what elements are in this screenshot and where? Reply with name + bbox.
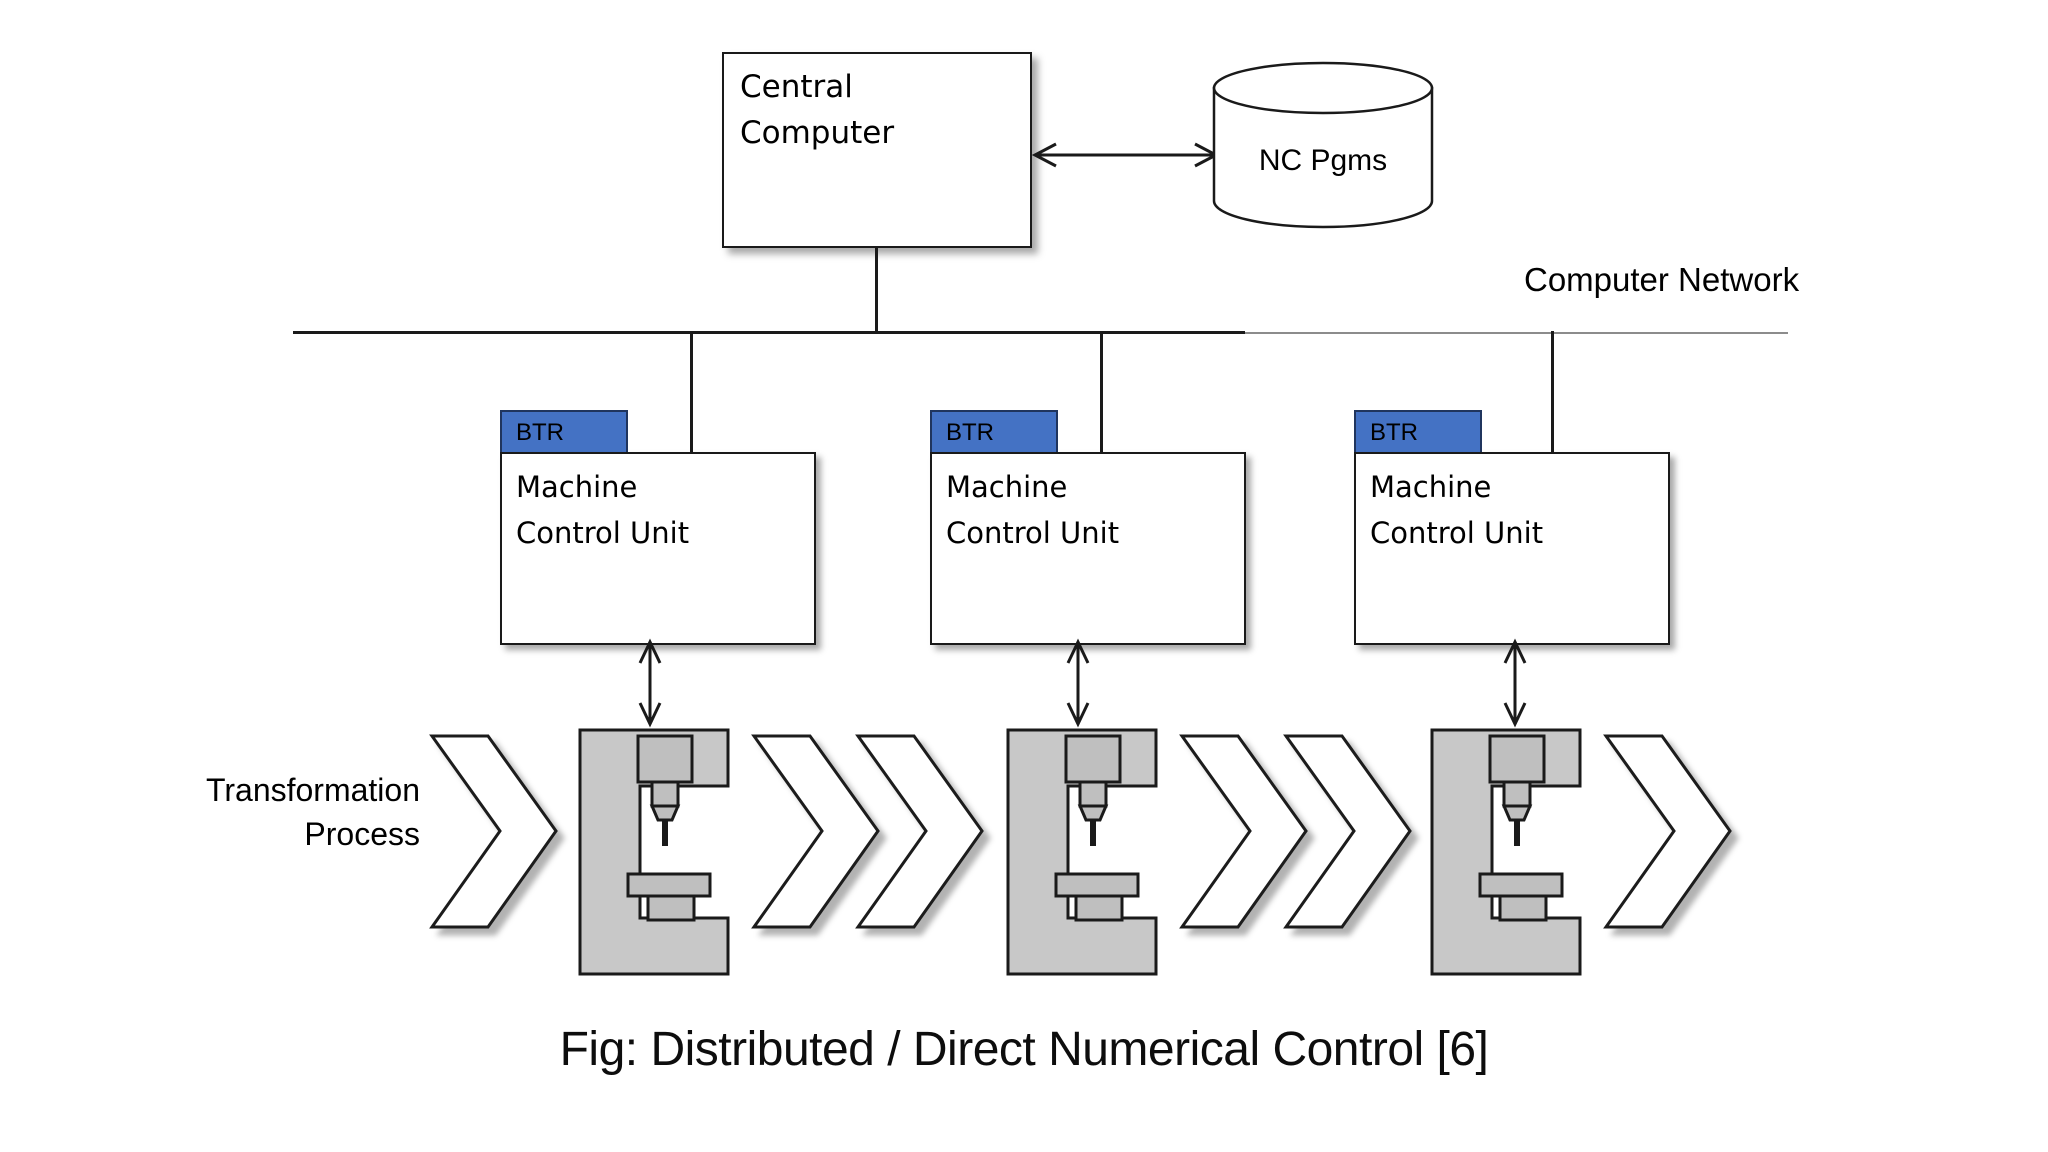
- machine-control-unit-box-3: Machine Control Unit: [1354, 452, 1670, 645]
- machine-control-unit-label-1: Machine Control Unit: [516, 470, 690, 550]
- computer-network-bus-faint: [1245, 332, 1788, 334]
- process-chevron-3: [855, 733, 986, 931]
- cnc-machine-2: [1006, 728, 1158, 976]
- nc-programs-label: NC Pgms: [1258, 144, 1388, 177]
- process-chevron-6: [1603, 733, 1734, 931]
- mcu-to-machine-arrow-1: [638, 638, 662, 728]
- figure-caption: Fig: Distributed / Direct Numerical Cont…: [559, 1023, 1489, 1076]
- computer-network-label: Computer Network: [1524, 261, 1800, 298]
- central-computer-label: Central Computer: [740, 69, 895, 151]
- mcu-to-machine-arrow-2: [1066, 638, 1090, 728]
- mcu-group-3: BTR Machine Control Unit: [1354, 410, 1670, 645]
- nc-programs-cylinder: NC Pgms: [1212, 61, 1434, 229]
- cnc-machine-3: [1430, 728, 1582, 976]
- central-computer-dropline: [875, 248, 878, 333]
- transformation-process-label: Transformation Process: [206, 772, 420, 852]
- bus-dropline-3: [1551, 331, 1554, 456]
- process-chevron-4: [1179, 733, 1310, 931]
- mcu-group-2: BTR Machine Control Unit: [930, 410, 1246, 645]
- central-computer-box: Central Computer: [722, 52, 1032, 248]
- machine-control-unit-label-3: Machine Control Unit: [1370, 470, 1544, 550]
- btr-box-1: BTR: [500, 410, 628, 454]
- btr-label-2: BTR: [946, 419, 994, 446]
- mcu-group-1: BTR Machine Control Unit: [500, 410, 816, 645]
- machine-control-unit-label-2: Machine Control Unit: [946, 470, 1120, 550]
- cnc-machine-1: [578, 728, 730, 976]
- machine-control-unit-box-2: Machine Control Unit: [930, 452, 1246, 645]
- btr-label-1: BTR: [516, 419, 564, 446]
- process-chevron-2: [751, 733, 882, 931]
- btr-label-3: BTR: [1370, 419, 1418, 446]
- process-chevron-5: [1283, 733, 1414, 931]
- process-chevron-1: [429, 733, 560, 931]
- mcu-to-machine-arrow-3: [1503, 638, 1527, 728]
- computer-network-bus: [293, 331, 1245, 334]
- bus-dropline-2: [1100, 331, 1103, 456]
- btr-box-2: BTR: [930, 410, 1058, 454]
- machine-control-unit-box-1: Machine Control Unit: [500, 452, 816, 645]
- btr-box-3: BTR: [1354, 410, 1482, 454]
- bus-dropline-1: [690, 331, 693, 456]
- cc-to-nc-arrow: [1031, 142, 1220, 168]
